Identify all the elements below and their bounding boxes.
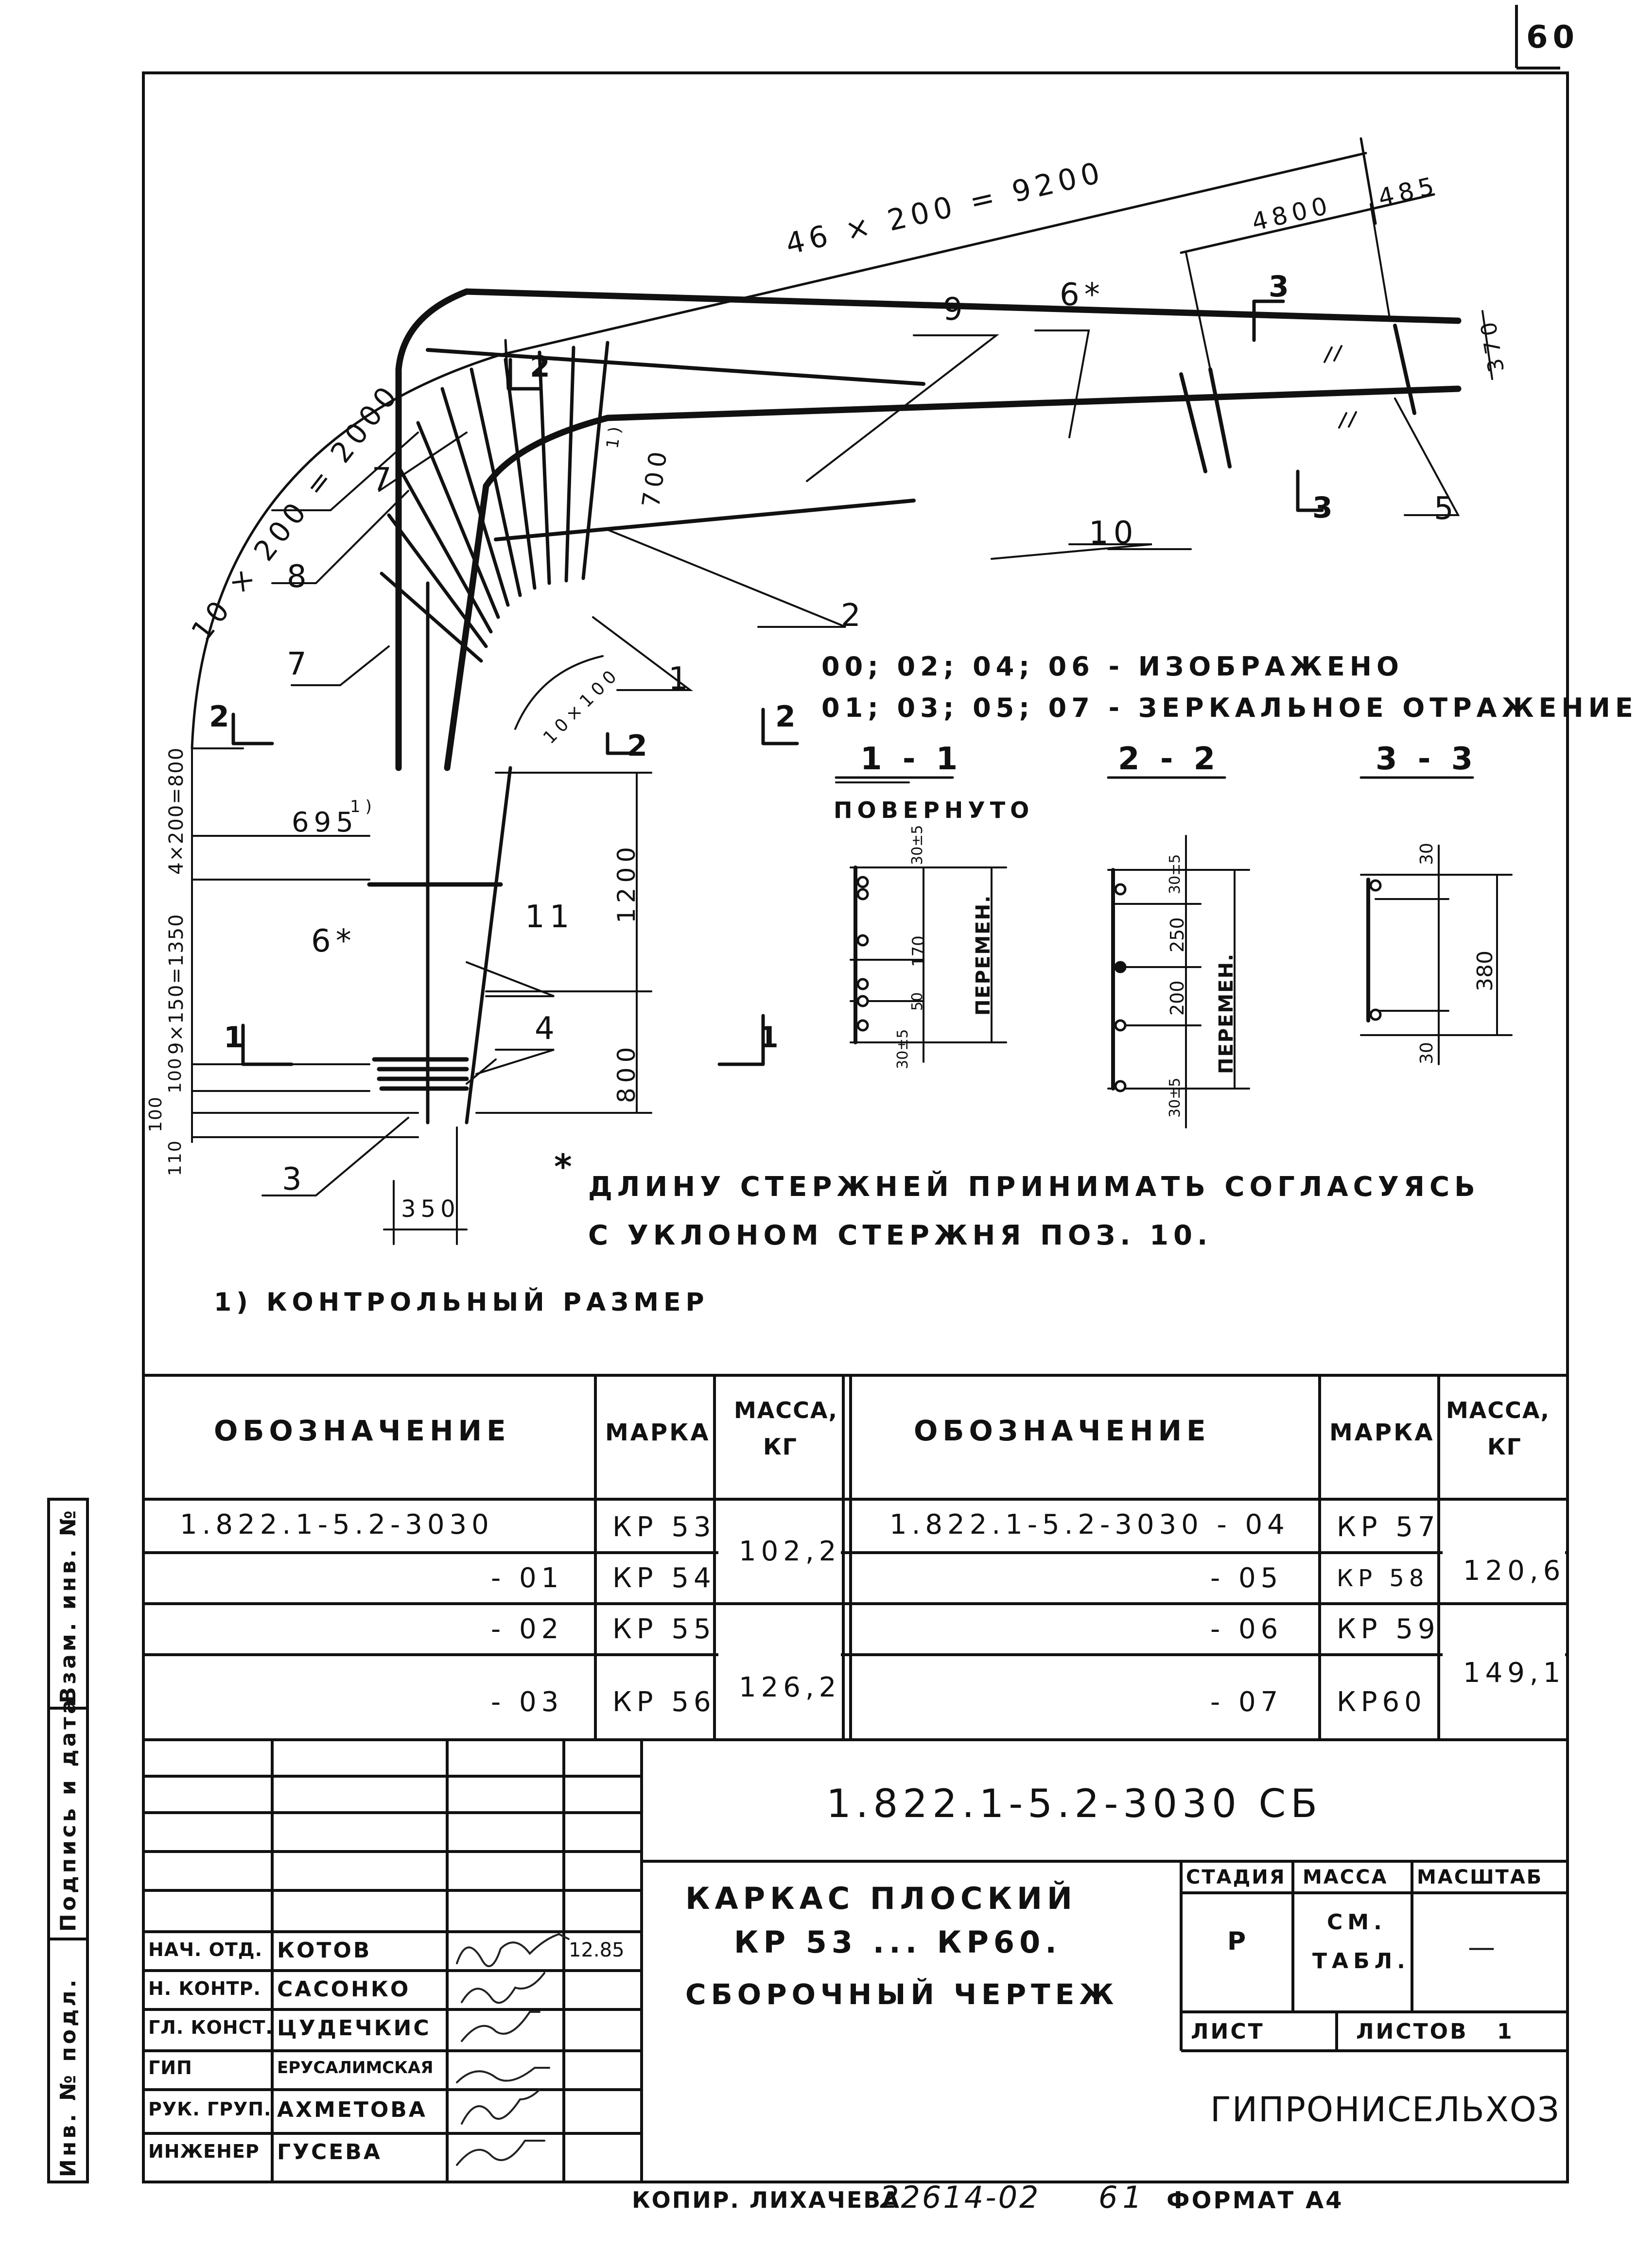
right-mass-a: 120,6: [1463, 1555, 1566, 1587]
header-designation-right: ОБОЗНАЧЕНИЕ: [914, 1414, 1211, 1447]
section-1-1-title: 1 - 1: [860, 741, 963, 777]
position-9: 9: [943, 292, 968, 328]
header-designation-left: ОБОЗНАЧЕНИЕ: [214, 1414, 511, 1447]
mass-value-1: СМ.: [1327, 1910, 1387, 1935]
title-line-3: СБОРОЧНЫЙ ЧЕРТЕЖ: [685, 1978, 1119, 2011]
position-4: 4: [535, 1011, 559, 1047]
left-row-2-mark: КР 55: [612, 1613, 716, 1645]
section-3-3-title: 3 - 3: [1376, 741, 1478, 777]
left-row-2-designation: - 02: [491, 1613, 564, 1645]
cut-1-left: 1: [224, 1021, 249, 1055]
right-row-0-designation: 1.822.1-5.2-3030 - 04: [889, 1509, 1289, 1541]
copy-credit: КОПИР. ЛИХАЧЕВА: [632, 2187, 901, 2213]
name-engineer: ГУСЕВА: [277, 2140, 382, 2164]
left-row-1-designation: - 01: [491, 1562, 564, 1594]
header-mark-left: МАРКА: [605, 1419, 711, 1446]
role-engineer: ИНЖЕНЕР: [148, 2141, 260, 2162]
position-2: 2: [841, 598, 866, 634]
stage-value: Р: [1227, 1927, 1251, 1956]
position-6-star: 6*: [1060, 277, 1105, 313]
name-group-leader: АХМЕТОВА: [277, 2097, 427, 2122]
role-chief-designer: ГЛ. КОНСТ.: [148, 2017, 273, 2038]
scale-value: —: [1468, 1932, 1500, 1963]
right-row-3-mark: КР60: [1337, 1686, 1427, 1718]
position-7-top: 7: [372, 462, 397, 498]
archive-number: 22614-02: [880, 2180, 1041, 2215]
right-mass-b: 149,1: [1463, 1657, 1566, 1689]
right-row-1-designation: - 05: [1210, 1562, 1283, 1594]
sheet-header: ЛИСТ: [1191, 2019, 1265, 2044]
name-chief-engineer: ЕРУСАЛИМСКАЯ: [277, 2058, 434, 2078]
document-code: 1.822.1-5.2-3030 СБ: [826, 1781, 1323, 1826]
cut-2-left: 2: [209, 700, 234, 734]
position-6-star-leg: 6*: [311, 923, 356, 959]
header-mass-right-1: МАССА,: [1446, 1397, 1550, 1423]
right-row-0-mark: КР 57: [1337, 1511, 1440, 1543]
section-2-2-title: 2 - 2: [1118, 741, 1220, 777]
archive-page: 61: [1098, 2180, 1147, 2215]
stage-header: СТАДИЯ: [1186, 1866, 1286, 1888]
left-mass-b: 126,2: [739, 1672, 841, 1703]
header-mass-left-1: МАССА,: [734, 1397, 838, 1423]
header-mass-left-2: КГ: [763, 1434, 798, 1460]
note-asterisk: *: [554, 1147, 577, 1187]
paper-format: ФОРМАТ А4: [1167, 2187, 1344, 2214]
right-row-2-designation: - 06: [1210, 1613, 1283, 1645]
section-1-1-subtitle: ПОВЕРНУТО: [834, 797, 1034, 823]
variant-note-mirrored: 01; 03; 05; 07 - ЗЕРКАЛЬНОЕ ОТРАЖЕНИЕ: [821, 693, 1638, 723]
position-10: 10: [1089, 515, 1138, 551]
name-chief-designer: ЦУДЕЧКИС: [277, 2016, 431, 2041]
cut-3-top: 3: [1269, 270, 1294, 304]
role-chief-engineer: ГИП: [148, 2057, 192, 2078]
role-head-dept: НАЧ. ОТД.: [148, 1939, 263, 1960]
dim-695: 695: [292, 807, 358, 838]
role-group-leader: РУК. ГРУП.: [148, 2098, 272, 2120]
role-norm-control: Н. КОНТР.: [148, 1978, 261, 1999]
position-3: 3: [282, 1161, 307, 1197]
left-row-1-mark: КР 54: [612, 1562, 716, 1594]
header-mass-right-2: КГ: [1487, 1434, 1522, 1460]
title-line-2: КР 53 ... КР60.: [734, 1924, 1062, 1960]
cut-3-bottom: 3: [1312, 491, 1338, 525]
left-row-0-designation: 1.822.1-5.2-3030: [180, 1509, 494, 1541]
organization: ГИПРОНИСЕЛЬХОЗ: [1210, 2090, 1560, 2129]
right-row-1-mark: КР 58: [1337, 1565, 1429, 1592]
cut-2-right: 2: [775, 700, 801, 734]
dim-695-note: 1): [350, 797, 377, 816]
sheet-number: 60: [1526, 19, 1580, 55]
sheets-header: ЛИСТОВ: [1356, 2019, 1468, 2044]
variant-note-shown: 00; 02; 04; 06 - ИЗОБРАЖЕНО: [821, 651, 1404, 682]
left-row-3-designation: - 03: [491, 1686, 564, 1718]
cut-2-top: 2: [530, 350, 555, 384]
position-8: 8: [287, 559, 312, 595]
right-row-2-mark: КР 59: [1337, 1613, 1440, 1645]
cut-2-small: 2: [627, 729, 652, 763]
position-1: 1: [668, 661, 693, 697]
position-7-mid: 7: [287, 646, 312, 682]
name-head-dept: КОТОВ: [277, 1938, 372, 1963]
name-norm-control: САСОНКО: [277, 1977, 411, 2002]
header-mark-right: МАРКА: [1329, 1419, 1435, 1446]
cut-1-right: 1: [758, 1021, 784, 1055]
note-bar-length-line1: ДЛИНУ СТЕРЖНЕЙ ПРИНИМАТЬ СОГЛАСУЯСЬ: [588, 1171, 1480, 1203]
left-mass-a: 102,2: [739, 1536, 841, 1567]
position-11: 11: [525, 899, 575, 935]
mass-header: МАССА: [1303, 1866, 1388, 1888]
position-5: 5: [1434, 491, 1459, 527]
title-line-1: КАРКАС ПЛОСКИЙ: [685, 1881, 1077, 1916]
sheets-value: 1: [1497, 2019, 1517, 2044]
note-control-dimension: 1) КОНТРОЛЬНЫЙ РАЗМЕР: [214, 1288, 709, 1317]
right-row-3-designation: - 07: [1210, 1686, 1283, 1718]
mass-value-2: ТАБЛ.: [1312, 1949, 1410, 1974]
scale-header: МАСШТАБ: [1417, 1866, 1543, 1888]
dim-350: 350: [401, 1195, 460, 1223]
left-row-0-mark: КР 53: [612, 1511, 716, 1543]
left-row-3-mark: КР 56: [612, 1686, 716, 1718]
approval-date: 12.85: [569, 1939, 625, 1961]
note-bar-length-line2: С УКЛОНОМ СТЕРЖНЯ ПОЗ. 10.: [588, 1220, 1213, 1251]
